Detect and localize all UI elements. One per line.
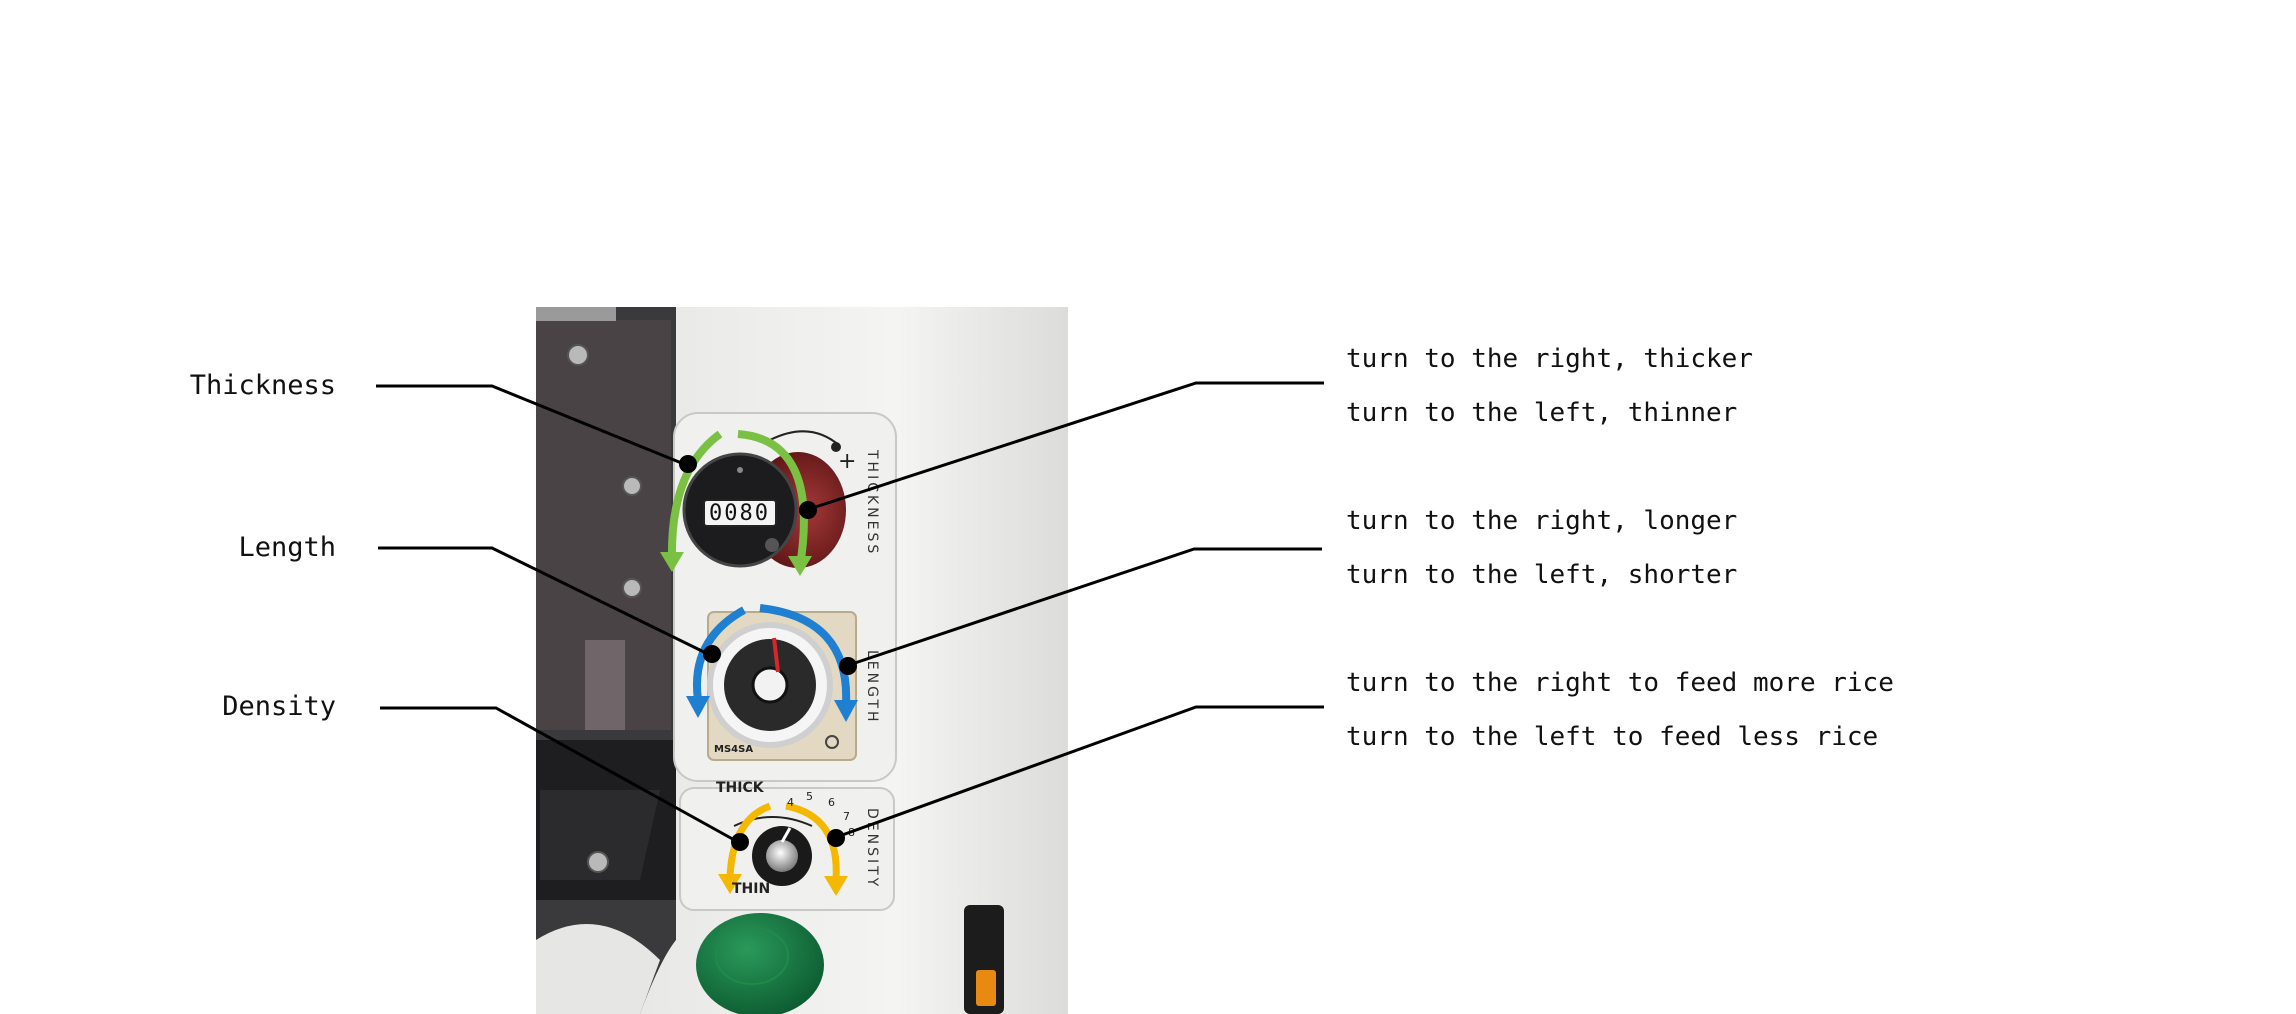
length-left-arrow <box>693 606 746 701</box>
arrow-head-icon <box>824 876 848 896</box>
lower-bracket <box>540 790 660 880</box>
density-arrows <box>718 802 848 896</box>
thickness-counter-window <box>703 499 777 527</box>
desc-density-right: turn to the right to feed more rice <box>1346 668 1894 698</box>
hinge <box>536 307 616 321</box>
thickness-leader-right <box>805 381 1324 512</box>
green-button <box>696 913 824 1014</box>
density-scale-number: 6 <box>828 796 835 809</box>
thickness-right-dot <box>799 501 817 519</box>
thickness-scale-dot <box>831 442 841 452</box>
length-leader-right <box>845 547 1322 668</box>
thickness-left-arrow <box>667 430 723 561</box>
label-length: Length <box>238 532 336 563</box>
photo-frame <box>536 307 1068 1014</box>
thickness-counter: 0080 <box>709 501 770 526</box>
green-button-ring <box>715 927 789 985</box>
timer-model-label: MS4SA <box>714 744 753 755</box>
length-arrows <box>686 604 858 722</box>
window-reflection <box>585 640 625 730</box>
desc-length-right: turn to the right, longer <box>1346 506 1738 536</box>
thickness-plus-sign: + <box>838 449 856 474</box>
length-timer-pointer <box>772 637 780 673</box>
panel-label-density: DENSITY <box>864 808 880 889</box>
desc-thickness-right: turn to the right, thicker <box>1346 344 1753 374</box>
arrow-head-icon <box>718 874 742 894</box>
base-plate <box>536 924 660 1014</box>
density-thin-label: THIN <box>732 881 770 897</box>
length-right-dot <box>839 657 857 675</box>
screw-icon <box>622 476 642 496</box>
density-leader-left <box>380 706 739 844</box>
arrow-head-icon <box>788 556 812 576</box>
label-density: Density <box>222 691 336 722</box>
desc-density-left: turn to the left to feed less rice <box>1346 722 1879 752</box>
panel-label-length: LENGTH <box>864 650 880 725</box>
density-thick-label: THICK <box>716 780 765 796</box>
density-scale-arc <box>733 816 813 827</box>
density-right-arrow <box>785 802 840 881</box>
density-scale-number: 7 <box>843 810 850 823</box>
arrow-head-icon <box>834 700 858 722</box>
density-right-dot <box>827 829 845 847</box>
timer-screw-icon <box>825 735 839 749</box>
thickness-leader-left <box>376 384 685 466</box>
density-scale-number: 4 <box>787 796 794 809</box>
density-scale-number: 5 <box>806 790 813 803</box>
arrow-head-icon <box>660 552 684 572</box>
density-left-arrow <box>726 802 772 879</box>
panel-label-thickness: THICKNESS <box>864 449 880 556</box>
knob-logo <box>765 538 779 552</box>
leader-lines <box>376 381 1324 844</box>
length-left-dot <box>703 645 721 663</box>
density-left-dot <box>731 833 749 851</box>
leader-endpoints <box>679 455 857 851</box>
length-leader-left <box>378 546 709 656</box>
screw-icon <box>587 851 609 873</box>
orange-switch <box>976 970 996 1006</box>
label-thickness: Thickness <box>189 370 336 401</box>
thickness-right-arrow <box>737 430 808 567</box>
density-knob-cap <box>766 840 798 872</box>
length-right-arrow <box>759 604 851 705</box>
density-knob-indicator <box>780 827 792 843</box>
thickness-arrows <box>660 430 812 576</box>
knob-dot <box>737 467 743 473</box>
screw-icon <box>622 578 642 598</box>
length-timer-knob <box>751 666 789 704</box>
screw-icon <box>567 344 589 366</box>
density-leader-right <box>833 705 1324 840</box>
arrow-head-icon <box>686 696 710 718</box>
desc-length-left: turn to the left, shorter <box>1346 560 1738 590</box>
thickness-scale-arc <box>769 430 841 447</box>
thickness-left-dot <box>679 455 697 473</box>
desc-thickness-left: turn to the left, thinner <box>1346 398 1738 428</box>
